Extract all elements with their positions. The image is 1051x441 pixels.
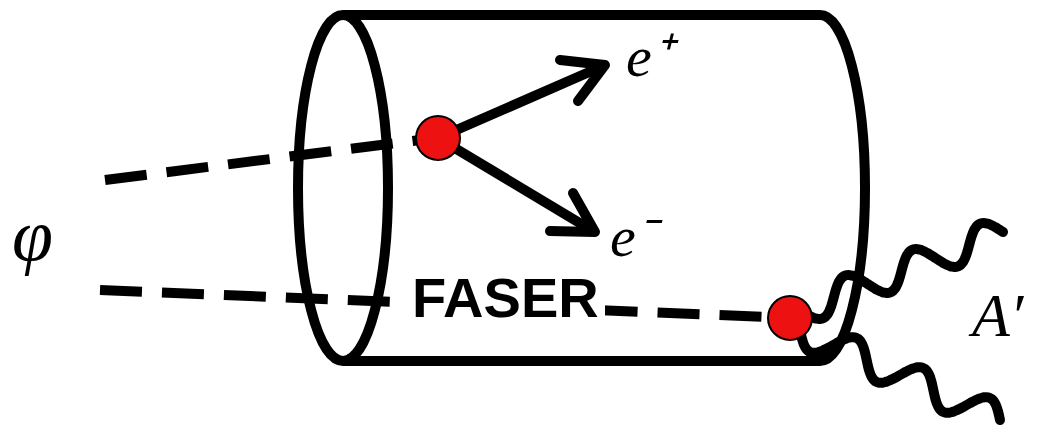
scalar-particle-label: φ — [12, 198, 53, 272]
arrow-head — [550, 193, 595, 232]
electron-label: e⁻ — [610, 208, 656, 266]
electron-arrow — [438, 138, 593, 231]
cylinder-end — [820, 15, 865, 361]
dark-photon-wave — [800, 330, 1000, 420]
dark-photon-label: A′ — [972, 284, 1023, 346]
cylinder-end — [298, 15, 388, 361]
decay-vertex — [768, 296, 812, 340]
phi-dashed-line — [105, 140, 420, 180]
cylinder-side — [343, 10, 820, 20]
arrow-head — [560, 60, 605, 101]
positron-label: e⁺ — [626, 28, 672, 86]
cylinder-side — [343, 356, 820, 366]
detector-cylinder: FASER — [298, 10, 870, 367]
decay-vertex — [416, 116, 460, 160]
detector-name: FASER — [406, 268, 605, 328]
